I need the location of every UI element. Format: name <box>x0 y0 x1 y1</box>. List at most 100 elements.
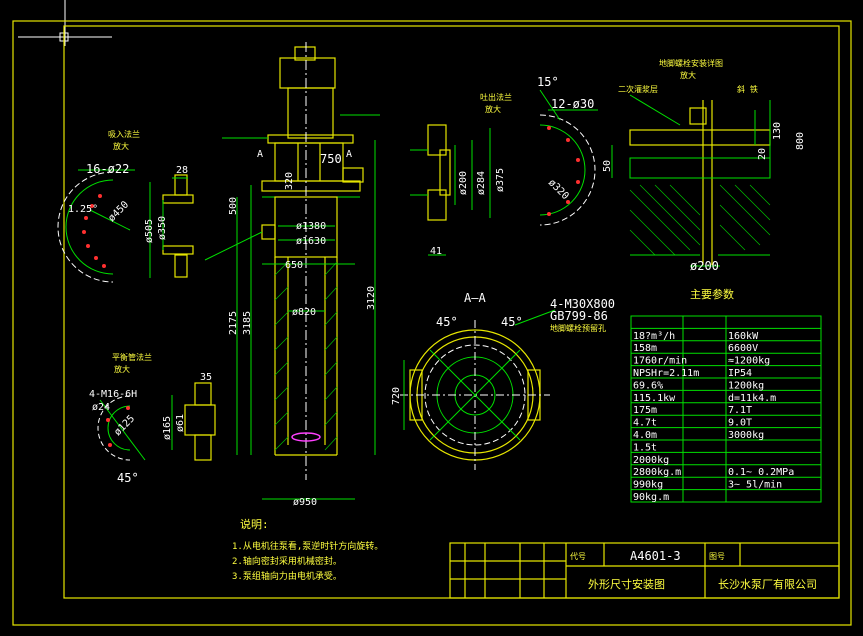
params-cell-value-left: 115.1kw <box>633 393 676 404</box>
params-cell-value-right: 7.1T <box>728 405 752 416</box>
params-cell-value-left: 4.7t <box>633 418 657 429</box>
bolt-std: GB799-86 <box>550 309 608 323</box>
dim-12d30: 12-ø30 <box>551 97 594 111</box>
angle-left-45: 45° <box>436 315 458 329</box>
outer-frame <box>12 20 852 626</box>
dim-ar: A <box>257 149 263 160</box>
section-a-a-label: A—A <box>464 291 486 305</box>
foundation-enlarge: 放大 <box>680 70 696 80</box>
dim-375: ø375 <box>495 168 506 192</box>
dim-1380: ø1380 <box>296 221 326 232</box>
balance-enlarge: 放大 <box>114 364 130 374</box>
tb-drawing-name: 外形尺寸安装图 <box>588 577 665 591</box>
outlet-enlarge: 放大 <box>485 104 501 114</box>
params-cell-value-left: 1760r/min <box>633 356 687 367</box>
inlet-enlarge: 放大 <box>113 141 129 151</box>
dim-28: 28 <box>176 165 188 176</box>
dim-m16: 4-M16-6H <box>89 389 137 400</box>
dim-820: ø820 <box>292 307 316 318</box>
params-cell-value-right: 0.1~ 0.2MPa <box>728 467 794 478</box>
inlet-flange-view <box>57 169 194 283</box>
dim-al: A <box>346 149 352 160</box>
tb-file-label: 图号 <box>709 552 725 561</box>
pump-elevation-view <box>204 42 380 500</box>
params-cell-value-left: 2800kg.m <box>633 467 681 478</box>
dim-800: 800 <box>795 132 806 150</box>
params-cell-value-right: 160kW <box>728 331 759 342</box>
inlet-title: 吸入法兰 <box>108 129 140 139</box>
dim-50: 50 <box>602 160 613 172</box>
params-cell-value-right: d=11k4.m <box>728 393 776 404</box>
foundation-shim: 斜 铁 <box>737 84 758 94</box>
dim-130: 130 <box>772 122 783 140</box>
dim-500: 500 <box>228 197 239 215</box>
dim-650: 650 <box>285 260 303 271</box>
params-cell-value-right: 3~ 5l/min <box>728 480 782 491</box>
section-a-a-view <box>400 309 556 470</box>
title-block <box>449 542 840 599</box>
dim-720: 720 <box>391 387 402 405</box>
note-1: 1.从电机往泵看,泵逆时针方向旋转。 <box>232 540 383 552</box>
params-cell-value-right: 6600V <box>728 343 758 354</box>
inner-frame <box>63 25 840 599</box>
note-2: 2.轴向密封采用机械密封。 <box>232 555 342 567</box>
angle-right-45: 45° <box>501 315 523 329</box>
dim-125: ø125 <box>112 413 137 438</box>
notes-title: 说明: <box>240 517 269 531</box>
balance-title: 平衡管法兰 <box>112 352 152 362</box>
bolt-spec: 4-M30X800 <box>550 297 615 311</box>
dim-2175: 2175 <box>228 311 239 335</box>
params-cell-value-right: ≈1200kg <box>728 356 770 367</box>
params-cell-value-left: 90kg.m <box>633 492 669 503</box>
dim-350: ø350 <box>157 216 168 240</box>
note-3: 3.泵组轴向力由电机承受。 <box>232 570 342 582</box>
params-cell-value-left: 18?m³/h <box>633 331 675 342</box>
params-cell-value-left: 1.5t <box>633 442 657 453</box>
dim-284: ø284 <box>476 171 487 195</box>
outlet-title: 吐出法兰 <box>480 92 512 102</box>
params-cell-value-right: 3000kg <box>728 430 764 441</box>
params-cell-value-left: 4.0m <box>633 430 657 441</box>
dim-41: 41 <box>430 246 442 257</box>
dim-450: ø450 <box>106 199 131 224</box>
dim-200b: ø200 <box>690 259 719 273</box>
dim-950: ø950 <box>293 497 317 508</box>
outlet-flange-view <box>410 89 598 256</box>
dim-165: ø165 <box>162 416 173 440</box>
params-cell-value-left: 990kg <box>633 480 663 491</box>
dim-61: ø61 <box>175 414 186 432</box>
params-cell-value-right: 1200kg <box>728 380 764 391</box>
balance-flange-view <box>97 382 216 461</box>
foundation-bolt-label: 地脚螺栓预留孔 <box>550 323 606 333</box>
foundation-title: 地脚螺栓安装详图 <box>659 58 723 68</box>
tb-drawing-number: A4601-3 <box>630 549 681 563</box>
dim-320: 320 <box>284 172 295 190</box>
params-table: 18?m³/h 160kW 158m 6600V 1760r/min ≈1200kgNPS… <box>630 315 822 503</box>
dim-20: 20 <box>757 148 768 160</box>
dim-505: ø505 <box>144 219 155 243</box>
params-cell-value-left: 2000kg <box>633 455 669 466</box>
dim-15: 15° <box>537 75 559 89</box>
cad-cursor <box>18 0 112 46</box>
params-cell-value-right: IP54 <box>728 368 752 379</box>
dim-3120: 3120 <box>366 286 377 310</box>
params-cell-value-left: 175m <box>633 405 657 416</box>
foundation-detail-view <box>611 94 771 267</box>
dim-1630: ø1630 <box>296 236 326 247</box>
dim-16d22: 16-ø22 <box>86 162 129 176</box>
tb-company: 长沙水泵厂有限公司 <box>718 577 817 591</box>
dim-24: ø24 <box>92 402 110 413</box>
params-cell-value-left: 158m <box>633 343 657 354</box>
params-cell-value-left: 69.6% <box>633 380 663 391</box>
dim-3185: 3185 <box>242 311 253 335</box>
dim-750: 750 <box>320 152 342 166</box>
params-cell-value-left: NPSHr=2.11m <box>633 368 699 379</box>
dim-bl-45: 45° <box>117 471 139 485</box>
foundation-grout: 二次灌浆层 <box>618 84 658 94</box>
dim-200a: ø200 <box>458 171 469 195</box>
dim-320: ø320 <box>546 177 571 202</box>
dim-1-25: 1.25° <box>68 204 98 215</box>
dim-35: 35 <box>200 372 212 383</box>
params-title: 主要参数 <box>690 287 734 301</box>
